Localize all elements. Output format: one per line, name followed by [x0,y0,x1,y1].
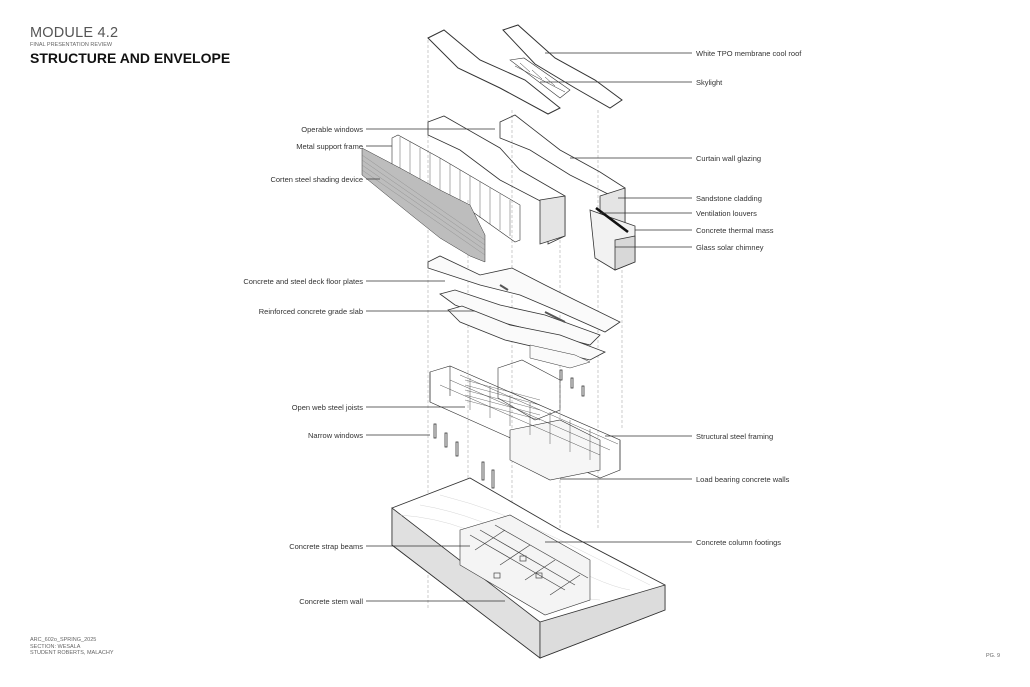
site-foundation-layer [391,477,666,659]
envelope-layer [361,114,636,271]
course-code: ARC_602o_SPRING_2025 [30,637,97,643]
student-name: STUDENT ROBERTS, MALACHY [30,650,114,656]
label-metal-support-frame: Metal support frame [296,142,363,151]
label-skylight: Skylight [696,78,723,87]
label-column-footings: Concrete column footings [696,538,782,547]
label-curtain-wall: Curtain wall glazing [696,154,762,163]
label-grade-slab: Reinforced concrete grade slab [258,307,363,316]
label-steel-framing: Structural steel framing [696,432,774,441]
roof-layer [427,24,623,115]
label-ventilation-louvers: Ventilation louvers [696,209,757,218]
label-steel-joists: Open web steel joists [291,403,363,412]
label-corten-shading: Corten steel shading device [270,175,363,184]
label-stem-wall: Concrete stem wall [299,597,363,606]
floor-plates-layer [427,255,621,369]
label-solar-chimney: Glass solar chimney [696,243,764,252]
title-block: MODULE 4.2 FINAL PRESENTATION REVIEW STR… [30,25,231,67]
section-name: SECTION: WESALA [30,643,81,650]
label-thermal-mass: Concrete thermal mass [696,226,774,235]
page-number: PG. 9 [986,653,1001,659]
label-narrow-windows: Narrow windows [307,431,363,440]
label-load-bearing-walls: Load bearing concrete walls [696,475,790,484]
student-info: ARC_602o_SPRING_2025 SECTION: WESALA STU… [30,637,114,657]
label-operable-windows: Operable windows [301,125,363,134]
leader-lines [366,52,692,602]
narrow-windows [433,369,585,489]
subtitle: FINAL PRESENTATION REVIEW [30,42,113,48]
module-number: MODULE 4.2 [30,25,119,41]
label-floor-plates: Concrete and steel deck floor plates [243,277,363,286]
label-strap-beams: Concrete strap beams [289,542,363,551]
steel-frame-layer [429,359,621,489]
label-sandstone-cladding: Sandstone cladding [696,194,762,203]
label-tpo-roof: White TPO membrane cool roof [696,49,802,58]
page-title: STRUCTURE AND ENVELOPE [30,50,231,66]
